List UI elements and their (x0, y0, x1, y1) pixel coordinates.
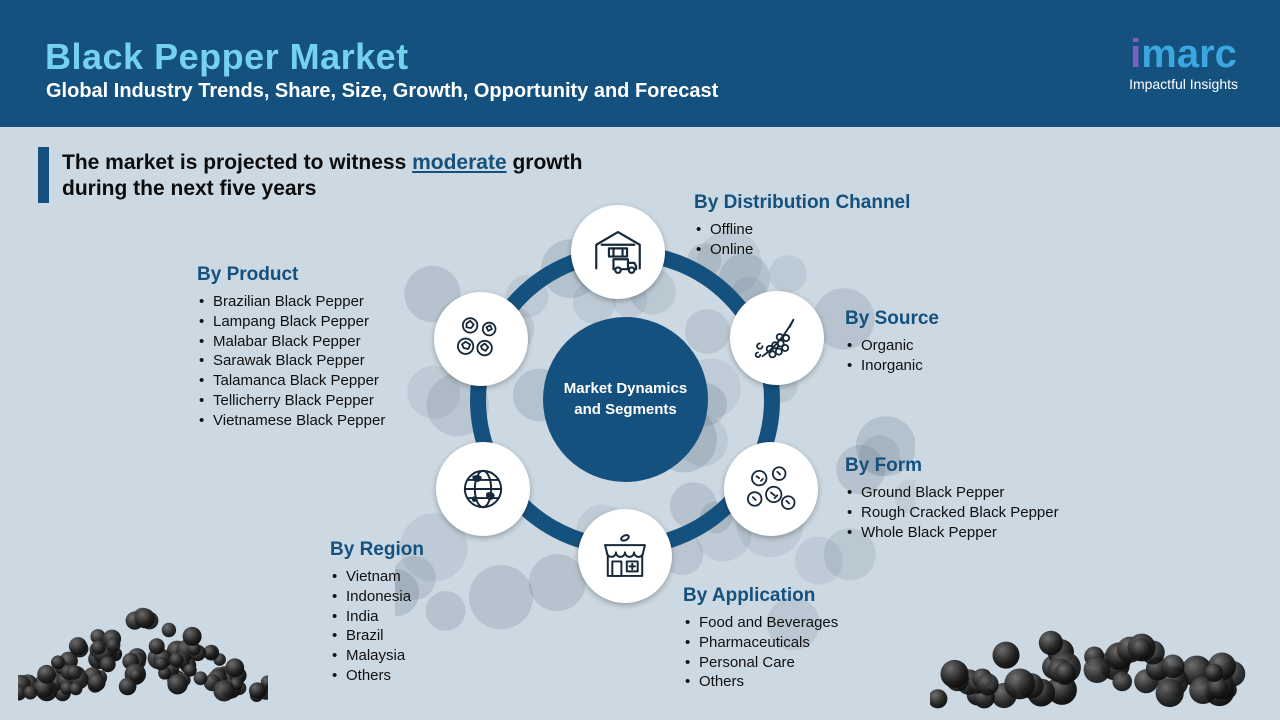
list-item: Lampang Black Pepper (197, 312, 385, 332)
segment-items: Ground Black Pepper Rough Cracked Black … (845, 483, 1059, 542)
imarc-logo-tagline: Impactful Insights (1129, 76, 1238, 92)
segment-distribution-channel: By Distribution Channel Offline Online (694, 192, 910, 260)
peppercorn-group-icon (746, 466, 796, 510)
header-banner: Black Pepper Market Global Industry Tren… (0, 0, 1280, 127)
headline-after: growth during the next five years (62, 151, 583, 201)
headline-text: The market is projected to witness moder… (62, 150, 622, 203)
list-item: Inorganic (845, 356, 939, 376)
peppercorn-pile-left (18, 607, 268, 702)
imarc-logo-rest: marc (1141, 32, 1237, 76)
segment-title: By Product (197, 264, 299, 285)
list-item: Sarawak Black Pepper (197, 351, 385, 371)
list-item: Vietnam (330, 567, 424, 587)
list-item: Organic (845, 336, 939, 356)
node-application (578, 509, 672, 603)
list-item: India (330, 607, 424, 627)
list-item: Others (683, 672, 838, 692)
headline-before: The market is projected to witness (62, 151, 413, 174)
list-item: Talamanca Black Pepper (197, 371, 385, 391)
headline-accent-bar (38, 147, 49, 203)
list-item: Ground Black Pepper (845, 483, 1059, 503)
segment-title: By Application (683, 585, 816, 606)
list-item: Vietnamese Black Pepper (197, 411, 385, 431)
segment-title: By Region (330, 539, 424, 560)
segment-title: By Form (845, 455, 923, 476)
list-item: Malabar Black Pepper (197, 332, 385, 352)
warehouse-truck-icon (595, 230, 641, 274)
list-item: Brazil (330, 626, 424, 646)
segment-items: Brazilian Black Pepper Lampang Black Pep… (197, 292, 385, 431)
segment-items: Organic Inorganic (845, 336, 939, 376)
peppercorn-pile-right (930, 630, 1246, 709)
segment-product: By Product Brazilian Black Pepper Lampan… (197, 264, 385, 431)
imarc-logo-i: i (1130, 32, 1142, 76)
segment-title: By Source (845, 308, 939, 329)
segment-items: Food and Beverages Pharmaceuticals Perso… (683, 613, 838, 692)
node-form (724, 442, 818, 536)
list-item: Brazilian Black Pepper (197, 292, 385, 312)
list-item: Tellicherry Black Pepper (197, 391, 385, 411)
storefront-icon (604, 534, 646, 577)
list-item: Food and Beverages (683, 613, 838, 633)
node-source (730, 291, 824, 385)
list-item: Indonesia (330, 587, 424, 607)
segment-items: Vietnam Indonesia India Brazil Malaysia … (330, 567, 424, 686)
segment-form: By Form Ground Black Pepper Rough Cracke… (845, 455, 1059, 542)
node-distribution-channel (571, 205, 665, 299)
segment-application: By Application Food and Beverages Pharma… (683, 585, 838, 692)
imarc-logo: imarc Impactful Insights (1129, 34, 1238, 92)
peppercorn-cluster-icon (456, 317, 497, 357)
segment-items: Offline Online (694, 220, 910, 260)
segment-title: By Distribution Channel (694, 192, 911, 213)
diagram-center-circle: Market Dynamics and Segments (543, 317, 708, 482)
node-region (436, 442, 530, 536)
list-item: Personal Care (683, 653, 838, 673)
pepper-branch-icon (754, 318, 795, 359)
diagram-center-label: Market Dynamics and Segments (563, 380, 688, 418)
page-title: Black Pepper Market (45, 36, 409, 77)
imarc-logo-wordmark: imarc (1129, 34, 1238, 74)
segment-source: By Source Organic Inorganic (845, 308, 939, 376)
segment-region: By Region Vietnam Indonesia India Brazil… (330, 539, 424, 686)
list-item: Whole Black Pepper (845, 523, 1059, 543)
globe-icon (463, 469, 503, 509)
node-product (434, 292, 528, 386)
list-item: Pharmaceuticals (683, 633, 838, 653)
list-item: Rough Cracked Black Pepper (845, 503, 1059, 523)
page-subtitle: Global Industry Trends, Share, Size, Gro… (46, 80, 719, 102)
list-item: Online (694, 240, 910, 260)
list-item: Malaysia (330, 646, 424, 666)
moderate-link[interactable]: moderate (412, 151, 507, 174)
list-item: Offline (694, 220, 910, 240)
list-item: Others (330, 666, 424, 686)
